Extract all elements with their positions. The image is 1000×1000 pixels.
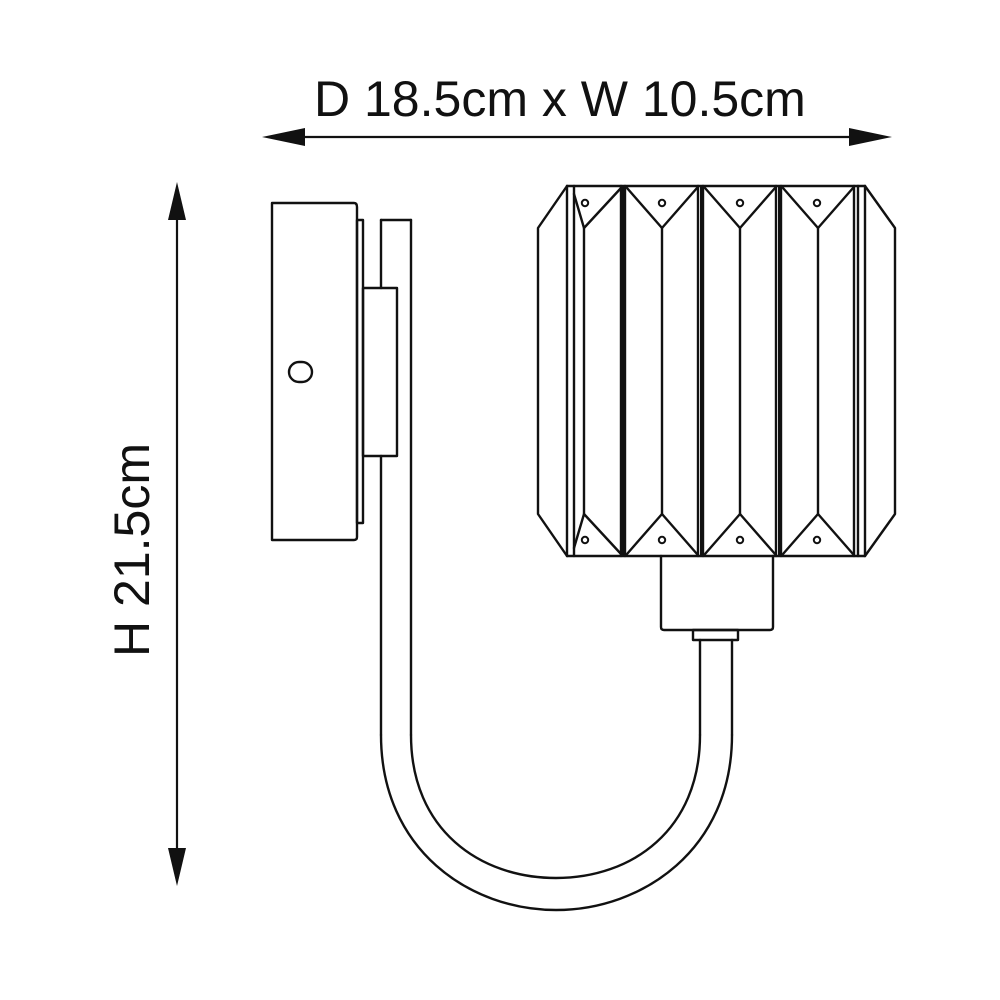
screw-hole-icon	[580, 535, 590, 545]
arrow-right-icon	[849, 128, 892, 146]
arrow-left-icon	[262, 128, 305, 146]
curved-arm	[379, 218, 734, 912]
faceted-crystal-shade	[536, 184, 897, 558]
screw-hole-icon	[657, 535, 667, 545]
prism-1	[572, 184, 624, 558]
screw-hole-icon	[657, 198, 667, 208]
prism-2	[623, 184, 702, 558]
arm-mounting-block	[361, 286, 399, 458]
mounting-screw-slot	[287, 360, 314, 384]
lamp-holder-fitting	[659, 554, 775, 642]
screw-hole-icon	[735, 198, 745, 208]
horizontal-dimension-label: D 18.5cm x W 10.5cm	[314, 71, 806, 127]
vertical-dimension-arrow	[168, 182, 186, 886]
prism-3	[701, 184, 780, 558]
prism-4	[779, 184, 856, 558]
side-facet-right	[863, 184, 897, 558]
screw-hole-icon	[812, 535, 822, 545]
screw-hole-icon	[580, 198, 590, 208]
wall-back-plate	[270, 201, 365, 542]
side-facet-left	[536, 184, 569, 558]
screw-hole-icon	[812, 198, 822, 208]
horizontal-dimension-arrow	[262, 128, 892, 146]
arrow-down-icon	[168, 848, 186, 886]
arrow-up-icon	[168, 182, 186, 220]
screw-hole-icon	[735, 535, 745, 545]
